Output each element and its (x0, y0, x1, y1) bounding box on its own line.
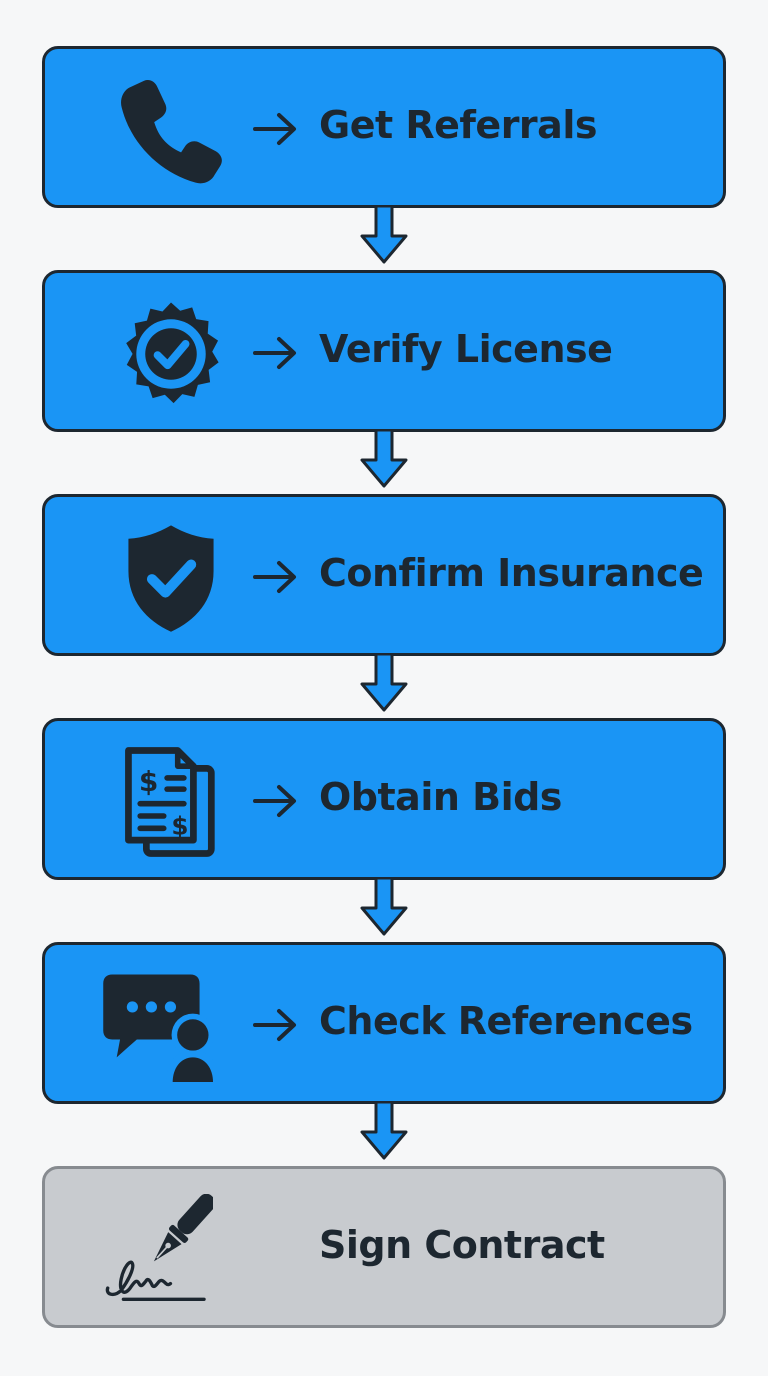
chat-person-icon (101, 970, 213, 1082)
arrow-right-icon (253, 337, 296, 369)
step-label: Sign Contract (319, 1223, 605, 1267)
step-verify-license: Verify License (42, 270, 726, 432)
verified-badge-icon (115, 298, 227, 410)
down-arrow-connector (360, 206, 408, 264)
step-label: Verify License (319, 327, 613, 371)
documents-dollar-icon: $ $ (115, 746, 227, 858)
shield-check-icon (115, 522, 227, 634)
step-confirm-insurance: Confirm Insurance (42, 494, 726, 656)
fountain-pen-signature-icon (101, 1194, 213, 1306)
step-label: Check References (319, 999, 693, 1043)
arrow-right-icon (253, 1009, 296, 1041)
arrow-right-icon (253, 113, 296, 145)
down-arrow-connector (360, 654, 408, 712)
phone-icon (115, 74, 227, 186)
arrow-right-icon (253, 785, 296, 817)
down-arrow-connector (360, 1102, 408, 1160)
arrow-right-icon (253, 561, 296, 593)
step-obtain-bids: $ $ Obtain Bids (42, 718, 726, 880)
svg-text:$: $ (139, 765, 158, 798)
step-get-referrals: Get Referrals (42, 46, 726, 208)
svg-text:$: $ (171, 811, 188, 840)
step-label: Get Referrals (319, 103, 597, 147)
step-label: Obtain Bids (319, 775, 562, 819)
step-label: Confirm Insurance (319, 551, 704, 595)
down-arrow-connector (360, 430, 408, 488)
step-check-references: Check References (42, 942, 726, 1104)
down-arrow-connector (360, 878, 408, 936)
step-sign-contract: Sign Contract (42, 1166, 726, 1328)
